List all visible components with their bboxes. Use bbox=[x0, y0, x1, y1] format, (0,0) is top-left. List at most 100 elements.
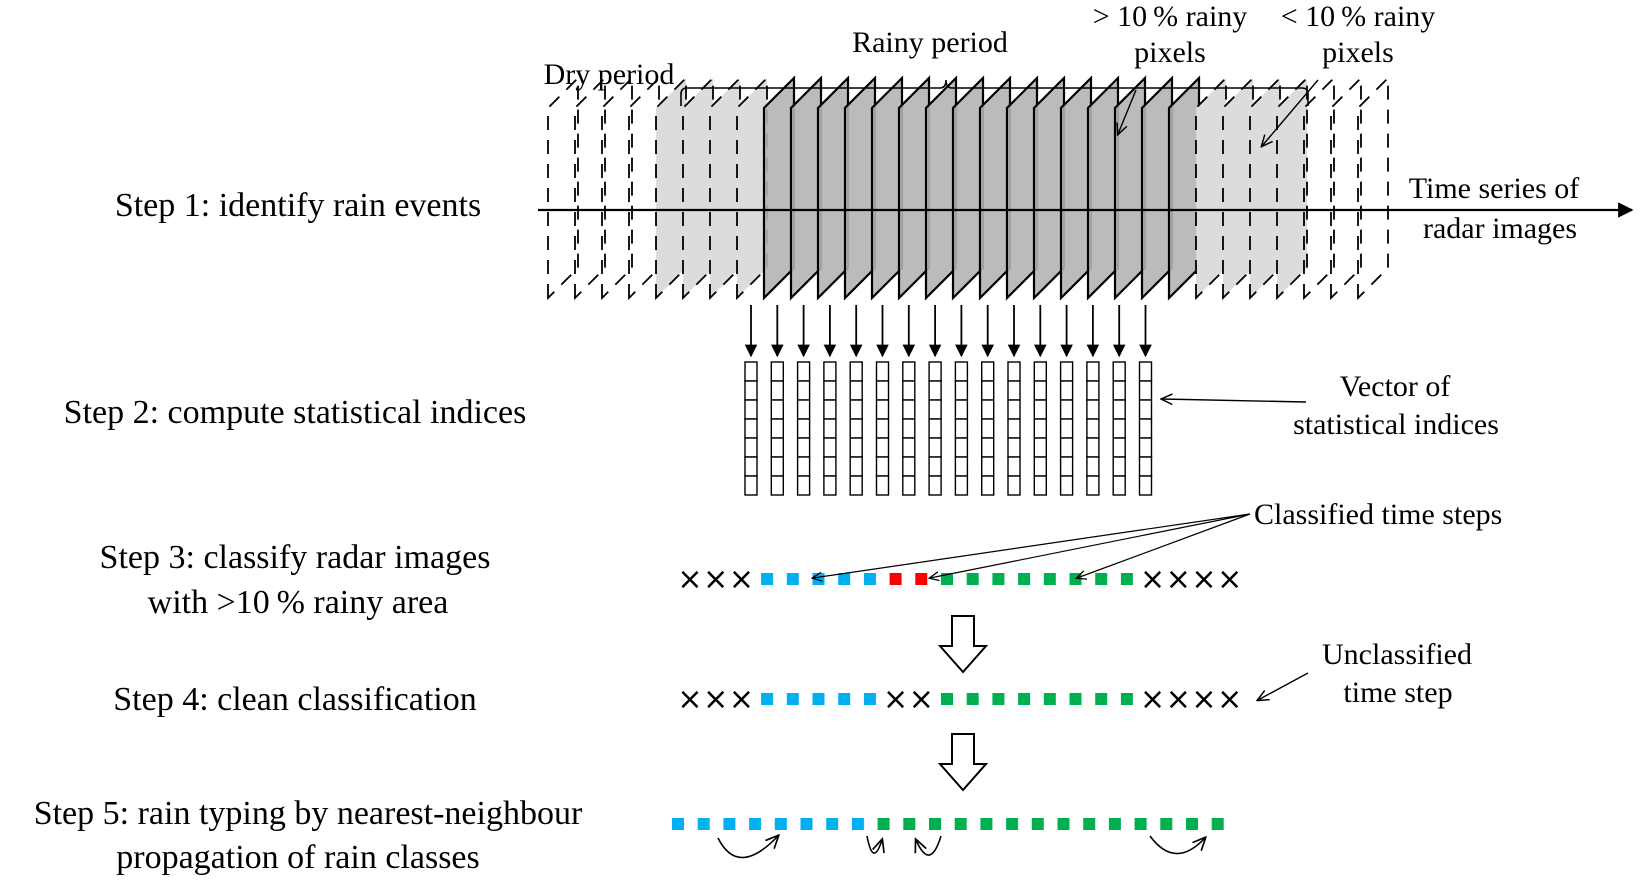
radar-image-panel bbox=[1330, 75, 1362, 301]
time-step-blue bbox=[761, 573, 774, 585]
index-cell bbox=[1059, 380, 1074, 401]
radar-image-panel bbox=[628, 75, 660, 301]
index-cell bbox=[744, 475, 758, 496]
index-cell bbox=[1059, 399, 1074, 420]
index-cell bbox=[770, 380, 784, 401]
index-cell bbox=[823, 418, 837, 439]
vector-label-line1: Vector of bbox=[1340, 370, 1451, 403]
index-cell bbox=[1033, 456, 1048, 477]
index-vector bbox=[902, 361, 916, 496]
time-step-green bbox=[1095, 693, 1108, 705]
index-cell bbox=[1138, 399, 1153, 420]
index-cell bbox=[796, 418, 811, 439]
radar-image-panel bbox=[843, 75, 877, 301]
time-step-blue bbox=[800, 818, 813, 830]
radar-image-panel bbox=[655, 75, 687, 301]
index-cell bbox=[823, 361, 837, 382]
time-step-green bbox=[1108, 818, 1121, 830]
index-cell bbox=[796, 475, 811, 496]
index-cell bbox=[744, 437, 758, 458]
index-cell bbox=[1033, 399, 1048, 420]
index-cell bbox=[902, 475, 916, 496]
time-step-green bbox=[1160, 818, 1173, 830]
time-step-blue bbox=[812, 693, 825, 705]
time-step-green bbox=[966, 693, 979, 705]
time-step-green bbox=[1186, 818, 1198, 830]
vector-pointer bbox=[1162, 399, 1307, 402]
propagation-arrow-1 bbox=[717, 836, 778, 859]
radar-image-panel bbox=[574, 75, 606, 301]
step-2-label: Step 2: compute statistical indices bbox=[64, 394, 527, 431]
index-cell bbox=[1007, 399, 1021, 420]
big-down-arrow-1 bbox=[937, 615, 989, 674]
index-cell bbox=[744, 361, 758, 382]
index-cell bbox=[770, 437, 784, 458]
index-cell bbox=[823, 437, 837, 458]
index-vector bbox=[1059, 361, 1074, 496]
time-step-green bbox=[1057, 818, 1070, 830]
index-vector bbox=[770, 361, 784, 496]
index-cell bbox=[1033, 380, 1048, 401]
index-cell bbox=[928, 437, 942, 458]
index-cell bbox=[1086, 380, 1100, 401]
time-step-green bbox=[1120, 693, 1133, 705]
index-cell bbox=[981, 418, 995, 439]
index-cell bbox=[954, 380, 969, 401]
index-cell bbox=[928, 456, 942, 477]
index-cell bbox=[875, 418, 890, 439]
index-cell bbox=[1059, 418, 1074, 439]
index-cell bbox=[1138, 475, 1153, 496]
index-cell bbox=[849, 475, 863, 496]
radar-image-panel bbox=[1113, 75, 1147, 301]
radar-image-panel bbox=[709, 75, 741, 301]
radar-image-panel bbox=[951, 75, 985, 301]
index-cell bbox=[954, 399, 969, 420]
time-step-green bbox=[877, 818, 890, 830]
gt10-label-line2: pixels bbox=[1134, 36, 1206, 69]
radar-image-panel bbox=[762, 75, 796, 301]
index-cell bbox=[770, 399, 784, 420]
radar-image-panel bbox=[547, 75, 579, 301]
index-cell bbox=[1033, 361, 1048, 382]
vector-label-line2: statistical indices bbox=[1293, 408, 1499, 441]
index-cell bbox=[1138, 380, 1153, 401]
time-step-blue bbox=[749, 818, 762, 830]
index-cell bbox=[875, 437, 890, 458]
radar-image-panel bbox=[870, 75, 904, 301]
index-cell bbox=[849, 399, 863, 420]
index-cell bbox=[1007, 456, 1021, 477]
index-vector bbox=[823, 361, 837, 496]
time-step-green bbox=[980, 818, 993, 830]
index-cell bbox=[981, 437, 995, 458]
index-cell bbox=[744, 456, 758, 477]
dry-period-label: Dry period bbox=[544, 58, 675, 91]
index-cell bbox=[744, 399, 758, 420]
time-step-green bbox=[1095, 573, 1108, 585]
index-cell bbox=[1086, 456, 1100, 477]
time-step-green bbox=[1211, 818, 1224, 830]
index-cell bbox=[928, 399, 942, 420]
time-step-blue bbox=[774, 818, 787, 830]
radar-image-panel bbox=[1195, 75, 1227, 301]
big-down-arrow-2 bbox=[937, 733, 989, 792]
index-vector bbox=[1033, 361, 1048, 496]
index-cell bbox=[1112, 475, 1126, 496]
time-step-green bbox=[941, 573, 953, 585]
index-cell bbox=[1112, 380, 1126, 401]
index-cell bbox=[981, 456, 995, 477]
time-step-green bbox=[992, 693, 1005, 705]
gt10-label-line1: > 10 % rainy bbox=[1093, 0, 1248, 33]
index-vector bbox=[1086, 361, 1100, 496]
time-step-green bbox=[1134, 818, 1147, 830]
radar-image-panel bbox=[1249, 75, 1281, 301]
propagation-arrow-4 bbox=[1149, 835, 1205, 855]
index-cell bbox=[981, 399, 995, 420]
classified-pointer-1 bbox=[813, 513, 1251, 578]
time-step-green bbox=[1018, 693, 1031, 705]
index-cell bbox=[796, 456, 811, 477]
time-step-blue bbox=[851, 818, 864, 830]
index-cell bbox=[1086, 361, 1100, 382]
radar-image-panel bbox=[816, 75, 850, 301]
down-arrows bbox=[744, 305, 1152, 358]
index-cell bbox=[744, 418, 758, 439]
